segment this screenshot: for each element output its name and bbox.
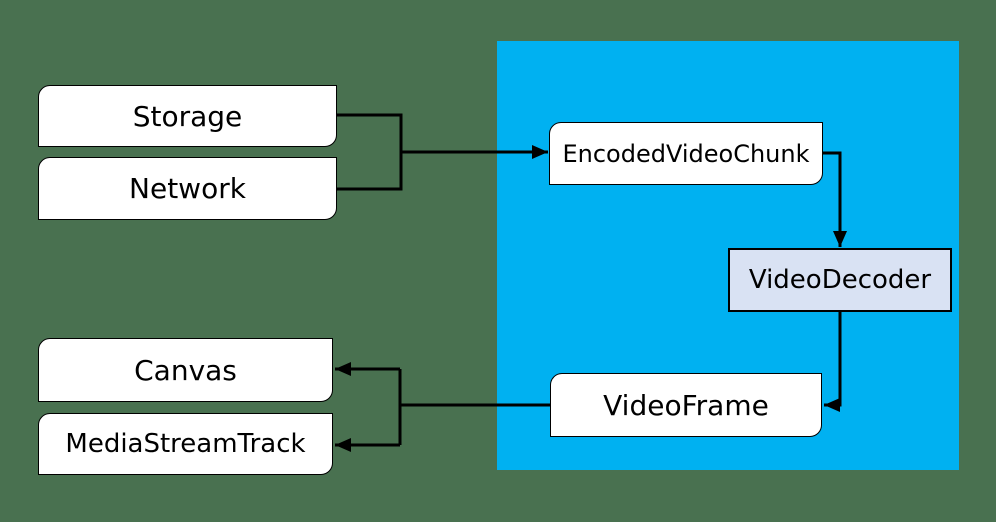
node-videoframe: VideoFrame	[550, 373, 822, 437]
node-encodedvideochunk-label: EncodedVideoChunk	[562, 139, 810, 168]
node-mediastreamtrack-label: MediaStreamTrack	[65, 429, 306, 459]
node-encodedvideochunk: EncodedVideoChunk	[549, 122, 823, 185]
node-storage-label: Storage	[132, 99, 243, 133]
node-canvas: Canvas	[38, 338, 333, 402]
node-canvas-label: Canvas	[134, 353, 237, 387]
node-videodecoder-label: VideoDecoder	[748, 265, 932, 295]
node-storage: Storage	[38, 85, 337, 147]
node-mediastreamtrack: MediaStreamTrack	[38, 413, 333, 475]
node-videoframe-label: VideoFrame	[603, 388, 769, 422]
node-network: Network	[38, 157, 337, 220]
node-network-label: Network	[129, 172, 246, 205]
node-videodecoder: VideoDecoder	[728, 248, 952, 312]
wire-sources-merge	[337, 113, 403, 191]
